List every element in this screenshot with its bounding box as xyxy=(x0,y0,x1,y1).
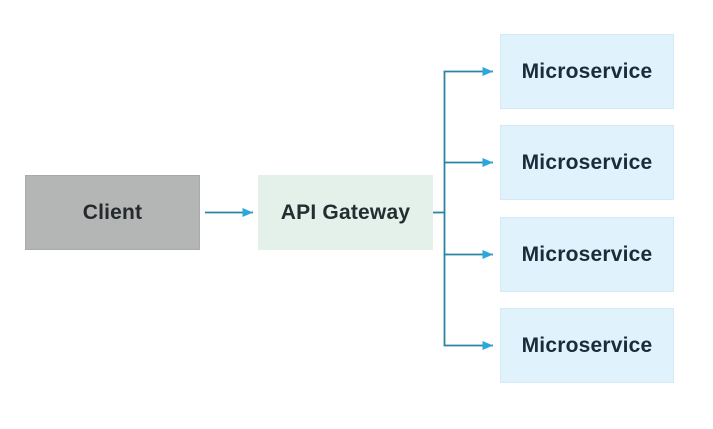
client-node: Client xyxy=(25,175,200,250)
api-gateway-node-label: API Gateway xyxy=(280,200,411,224)
microservice-node-2: Microservice xyxy=(500,125,674,200)
microservice-node-label: Microservice xyxy=(521,150,653,174)
microservice-node-1: Microservice xyxy=(500,34,674,109)
microservice-node-label: Microservice xyxy=(521,242,653,266)
microservice-node-3: Microservice xyxy=(500,217,674,292)
client-node-label: Client xyxy=(82,200,143,224)
microservice-node-4: Microservice xyxy=(500,308,674,383)
microservice-node-label: Microservice xyxy=(521,333,653,357)
api-gateway-node: API Gateway xyxy=(258,175,433,250)
microservice-node-label: Microservice xyxy=(521,59,653,83)
